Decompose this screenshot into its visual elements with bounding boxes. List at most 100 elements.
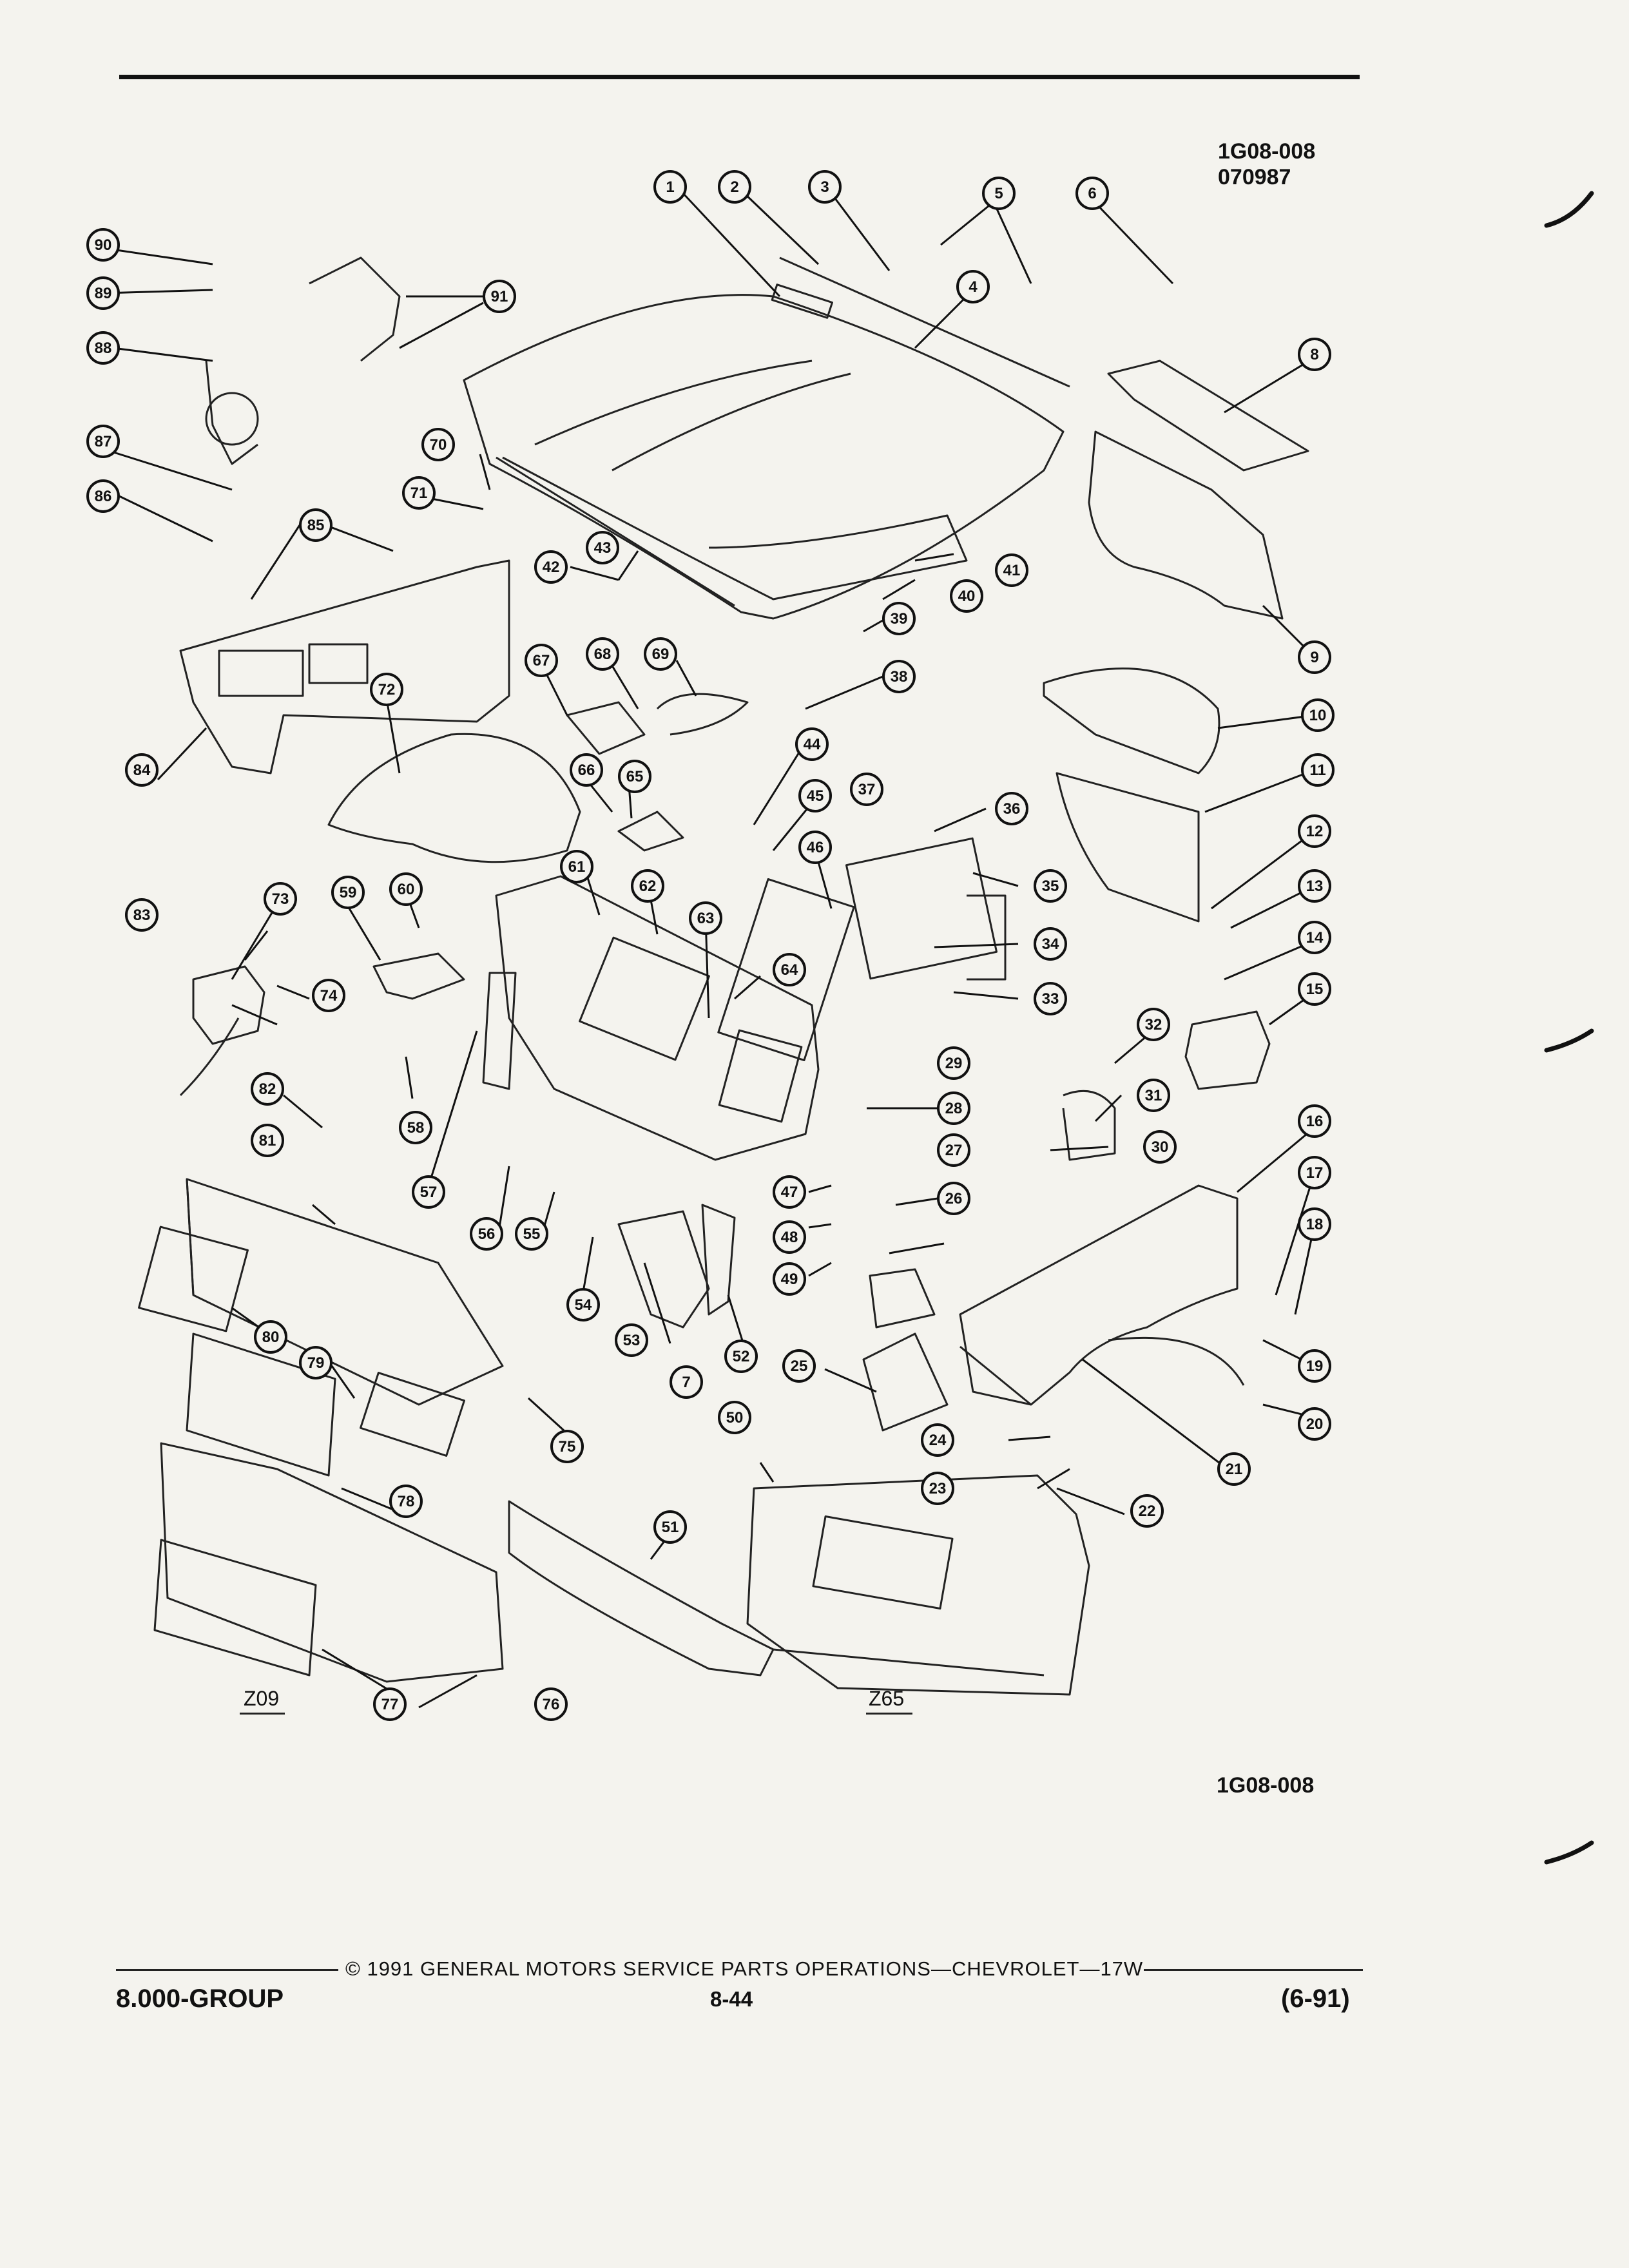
callout-number: 76	[543, 1696, 560, 1713]
callout-41: 41	[995, 553, 1028, 587]
callout-circle	[1034, 927, 1067, 961]
callout-number: 37	[858, 781, 876, 798]
callout-number: 45	[807, 787, 824, 805]
callout-number: 66	[578, 762, 595, 779]
callout-circle	[921, 1472, 954, 1505]
callout-circle	[125, 753, 159, 787]
callout-18: 18	[1298, 1207, 1331, 1241]
callout-9: 9	[1298, 640, 1331, 674]
callout-number: 48	[781, 1229, 798, 1246]
callout-72: 72	[370, 673, 403, 706]
callout-67: 67	[525, 644, 558, 677]
callout-37: 37	[850, 773, 883, 806]
callout-circle	[566, 1288, 600, 1321]
callout-number: 28	[945, 1100, 963, 1117]
callout-circle	[586, 531, 619, 564]
callout-circle	[653, 170, 687, 204]
callout-number: 85	[307, 517, 325, 534]
callout-number: 91	[491, 288, 508, 305]
callout-circle	[570, 753, 603, 787]
callout-circle	[515, 1217, 548, 1251]
callout-81: 81	[251, 1124, 284, 1157]
callout-87: 87	[86, 425, 120, 458]
callout-number: 89	[95, 285, 112, 302]
callout-number: 72	[378, 681, 396, 698]
callout-71: 71	[402, 476, 436, 510]
callout-32: 32	[1137, 1008, 1170, 1041]
callout-number: 19	[1306, 1358, 1324, 1375]
variant-z65-underline	[866, 1713, 912, 1715]
callout-circle	[412, 1175, 445, 1209]
callout-62: 62	[631, 869, 664, 903]
callout-circle	[1217, 1452, 1251, 1486]
callout-58: 58	[399, 1111, 432, 1144]
callout-circle	[798, 779, 832, 812]
callout-number: 74	[320, 987, 338, 1004]
callout-circle	[86, 479, 120, 513]
callout-circle	[1298, 814, 1331, 848]
callout-number: 10	[1309, 707, 1327, 724]
callout-20: 20	[1298, 1407, 1331, 1441]
callout-number: 42	[543, 559, 560, 576]
callout-circle	[982, 177, 1016, 210]
callout-85: 85	[299, 508, 333, 542]
callout-number: 87	[95, 433, 112, 450]
callout-circle	[956, 270, 990, 303]
figure-code-top-line2: 070987	[1218, 165, 1291, 189]
callout-1: 1	[653, 170, 687, 204]
callout-number: 31	[1145, 1087, 1162, 1104]
callout-circle	[808, 170, 842, 204]
callout-circle	[560, 850, 593, 883]
wheelhouse-liner-part	[327, 733, 581, 863]
footer-copyright: © 1991 GENERAL MOTORS SERVICE PARTS OPER…	[345, 1957, 1144, 1980]
callout-number: 54	[575, 1296, 592, 1314]
callout-24: 24	[921, 1423, 954, 1457]
front-fender-part	[959, 1184, 1239, 1406]
top-rule	[119, 75, 1360, 79]
figure-code-bottom: 1G08-008	[1217, 1773, 1315, 1798]
callout-number: 71	[410, 485, 428, 502]
callout-circle	[86, 276, 120, 310]
callout-60: 60	[389, 872, 423, 906]
callout-number: 75	[559, 1438, 576, 1456]
footer-rule-left	[116, 1969, 338, 1971]
callout-circle	[937, 1133, 970, 1167]
callout-circle	[798, 831, 832, 864]
callout-circle	[389, 1485, 423, 1518]
callout-number: 51	[662, 1519, 679, 1536]
callout-circle	[773, 1262, 806, 1296]
callout-circle	[653, 1510, 687, 1544]
callout-12: 12	[1298, 814, 1331, 848]
callout-90: 90	[86, 228, 120, 262]
callout-circle	[86, 425, 120, 458]
variant-z09-underline	[240, 1713, 285, 1715]
callout-4: 4	[956, 270, 990, 303]
callout-circle	[1298, 1407, 1331, 1441]
callout-circle	[773, 953, 806, 986]
callout-number: 60	[398, 881, 415, 898]
callout-number: 32	[1145, 1016, 1162, 1033]
callout-circle	[525, 644, 558, 677]
callout-circle	[534, 550, 568, 584]
variant-label-z65: Z65	[869, 1687, 905, 1710]
callout-number: 83	[133, 907, 151, 924]
figure-code-top-line1: 1G08-008	[1218, 139, 1316, 164]
callout-number: 81	[259, 1132, 276, 1149]
callout-circle	[399, 1111, 432, 1144]
callout-circle	[1298, 972, 1331, 1006]
callout-number: 65	[626, 768, 644, 785]
callout-circle	[921, 1423, 954, 1457]
callout-78: 78	[389, 1485, 423, 1518]
callout-circle	[251, 1124, 284, 1157]
binder-marks	[1544, 191, 1594, 1865]
callout-number: 41	[1003, 562, 1021, 579]
callout-number: 21	[1226, 1461, 1243, 1478]
callout-68: 68	[586, 637, 619, 671]
callout-circle	[995, 553, 1028, 587]
callout-number: 22	[1139, 1503, 1156, 1520]
callout-27: 27	[937, 1133, 970, 1167]
front-end-panel-z65-part	[746, 1474, 1090, 1696]
callout-number: 90	[95, 236, 112, 254]
